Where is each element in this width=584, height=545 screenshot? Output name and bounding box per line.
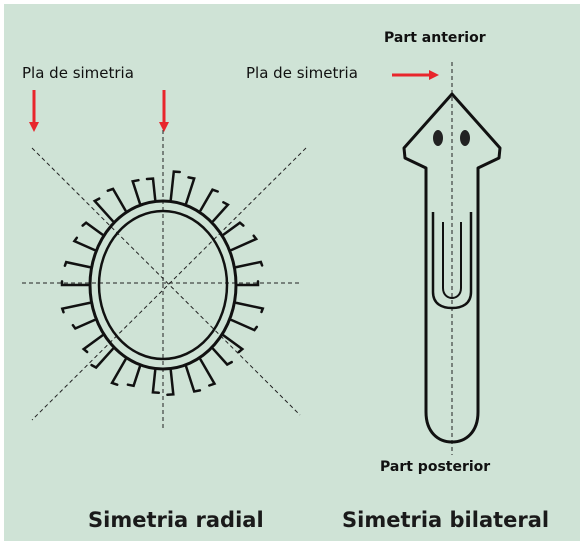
cilium (153, 371, 159, 393)
cilium (224, 336, 243, 353)
flatworm-eye-left (433, 130, 443, 146)
cilium (74, 238, 94, 250)
radial-plane-diagonal-a (32, 148, 300, 415)
cilium (236, 303, 262, 312)
cilium (83, 223, 103, 235)
cilium (213, 349, 232, 365)
cilium (186, 177, 194, 203)
flatworm-eye-right (460, 130, 470, 146)
cilium (213, 202, 228, 221)
cilium (171, 172, 180, 200)
cilium (224, 223, 244, 235)
cilium (133, 180, 140, 203)
bilateral-organism (404, 62, 500, 455)
cilium (232, 320, 257, 330)
caption-radial-symmetry: Simetria radial (88, 508, 264, 532)
cilium (201, 190, 218, 211)
cilium (232, 236, 257, 250)
cilium (186, 367, 200, 392)
cilium (84, 336, 103, 353)
caption-bilateral-symmetry: Simetria bilateral (342, 508, 549, 532)
symmetry-plane-label-bilateral: Pla de simetria (246, 64, 358, 82)
cilium (62, 303, 89, 312)
part-posterior-label: Part posterior (380, 459, 490, 475)
radial-organism (22, 130, 306, 430)
cilium (65, 262, 90, 267)
cilium (147, 179, 155, 200)
cilium (201, 360, 215, 386)
cilium (128, 367, 140, 386)
symmetry-plane-label-radial: Pla de simetria (22, 64, 134, 82)
cilium (95, 199, 113, 222)
cilium (236, 262, 262, 267)
radial-symmetry-planes (22, 130, 306, 430)
cilium (108, 189, 126, 211)
part-anterior-label: Part anterior (384, 30, 486, 46)
cilium (167, 371, 173, 395)
plane-arrows (34, 75, 435, 128)
cilium (112, 360, 126, 385)
cilium (73, 320, 95, 329)
